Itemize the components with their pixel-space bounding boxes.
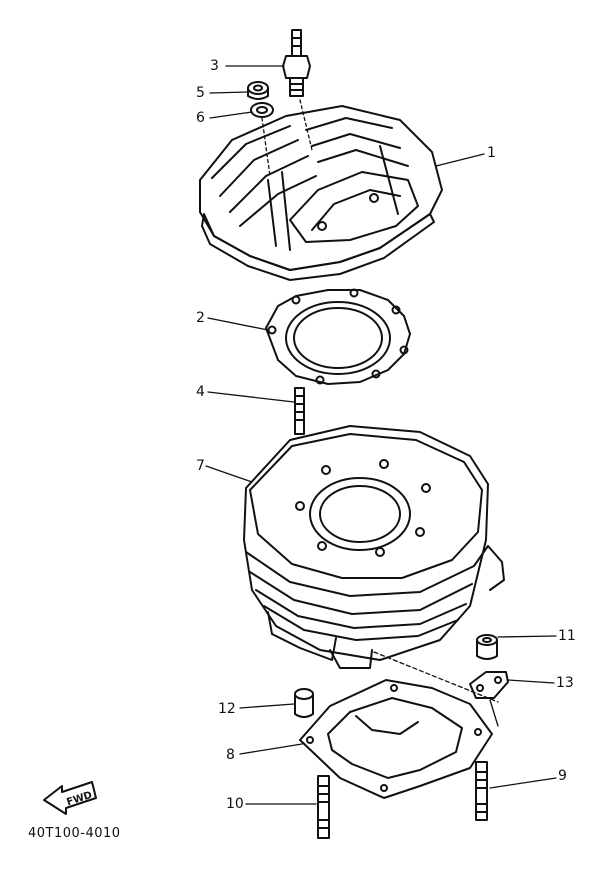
bracket-part bbox=[469, 671, 509, 699]
callout-1: 1 bbox=[487, 145, 496, 161]
collar-part bbox=[476, 634, 498, 660]
callout-10: 10 bbox=[226, 796, 244, 812]
fwd-arrow-icon bbox=[43, 781, 97, 815]
dowel-pin-part bbox=[294, 688, 314, 718]
nut-part bbox=[247, 81, 269, 100]
callout-2: 2 bbox=[196, 310, 205, 326]
callout-11: 11 bbox=[558, 628, 576, 644]
callout-8: 8 bbox=[226, 747, 235, 763]
callout-3: 3 bbox=[210, 58, 219, 74]
callout-9: 9 bbox=[558, 768, 567, 784]
callout-13: 13 bbox=[556, 675, 574, 691]
stud-part bbox=[294, 387, 305, 435]
spark-plug-part bbox=[282, 29, 311, 97]
leader-lines bbox=[205, 65, 557, 805]
washer-part bbox=[250, 102, 274, 118]
cylinder-part bbox=[243, 425, 505, 669]
callout-7: 7 bbox=[196, 458, 205, 474]
diagram-code: 40T100-4010 bbox=[28, 826, 121, 841]
long-stud-part-right bbox=[475, 761, 488, 821]
callout-12: 12 bbox=[218, 701, 236, 717]
callout-6: 6 bbox=[196, 110, 205, 126]
callout-4: 4 bbox=[196, 384, 205, 400]
head-gasket-part bbox=[265, 288, 411, 385]
long-stud-part-left bbox=[317, 775, 330, 839]
cylinder-head-part bbox=[199, 105, 443, 281]
callout-5: 5 bbox=[196, 85, 205, 101]
base-gasket-part bbox=[299, 679, 493, 799]
